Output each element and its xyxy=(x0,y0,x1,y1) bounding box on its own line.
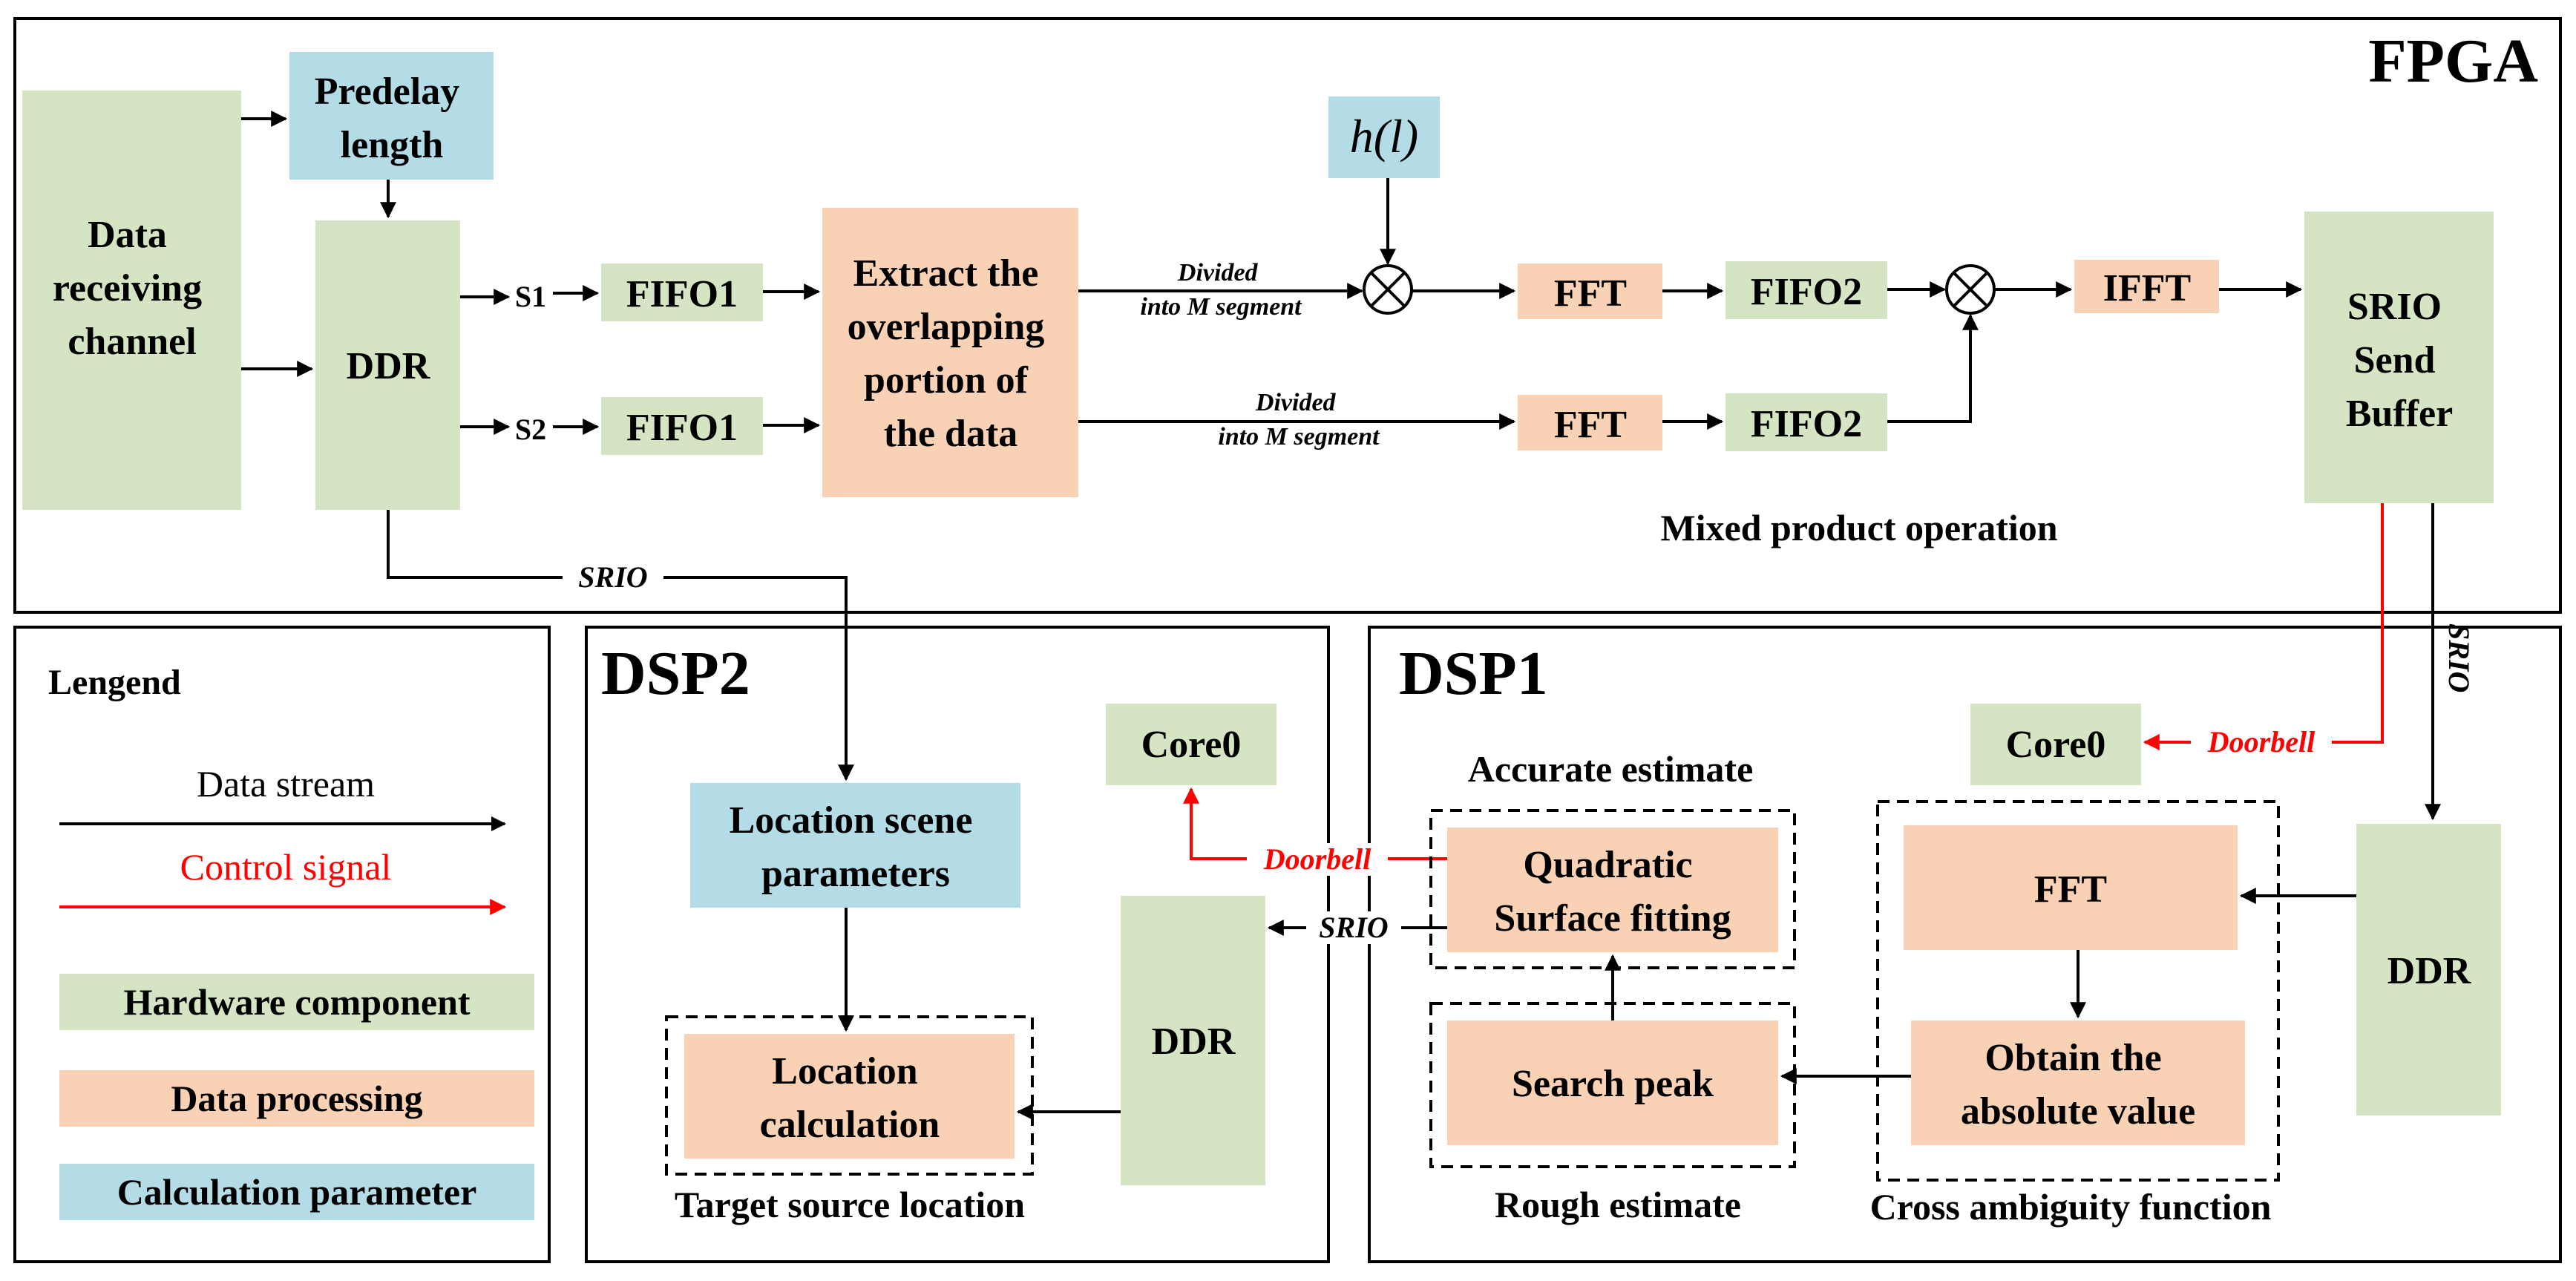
fft-bottom-label: FFT xyxy=(1554,404,1627,446)
predelay-length-box xyxy=(289,52,494,180)
extract-overlap-box xyxy=(822,208,1078,497)
ifft-label: IFFT xyxy=(2103,267,2191,309)
srio-dsp1-to-dsp2-label: SRIO xyxy=(1319,911,1388,944)
fft-top-label: FFT xyxy=(1554,272,1627,315)
fpga-ddr-box xyxy=(315,220,460,510)
ifft-box xyxy=(2074,260,2219,313)
legend-parameter-swatch xyxy=(59,1164,534,1220)
dsp2-title: DSP2 xyxy=(601,639,750,708)
dsp1-ddr-label: DDR xyxy=(2387,950,2472,992)
legend-hardware-label: Hardware component xyxy=(123,981,470,1023)
srio-dsp1-to-dsp2-label-bg xyxy=(1306,911,1401,944)
cross-ambiguity-dashed-group xyxy=(1876,800,2280,1182)
legend-title: Lengend xyxy=(48,663,181,702)
legend-parameter-label: Calculation parameter xyxy=(117,1171,477,1213)
legend-data-stream-label: Data stream xyxy=(197,763,375,805)
fpga-region xyxy=(13,17,2562,614)
dsp1-ddr-box xyxy=(2356,824,2501,1115)
h-l-label: h(l) xyxy=(1350,110,1418,163)
fft-top-box xyxy=(1518,263,1662,319)
dsp2-ddr-label: DDR xyxy=(1152,1020,1236,1063)
s2-label: S2 xyxy=(515,413,546,446)
dsp1-fft-box xyxy=(1904,825,2238,950)
quadratic-fitting-label: Quadratic Surface fitting xyxy=(1494,844,1731,940)
target-source-caption: Target source location xyxy=(675,1184,1025,1225)
divided-top-label: Divided into M segment xyxy=(1140,259,1302,321)
dsp1-core0-label: Core0 xyxy=(2006,724,2106,766)
legend-control-signal-label: Control signal xyxy=(180,846,392,888)
fft-bottom-box xyxy=(1518,395,1662,451)
search-peak-box xyxy=(1447,1020,1778,1145)
accurate-estimate-caption: Accurate estimate xyxy=(1468,748,1754,790)
fifo2-top-box xyxy=(1725,261,1887,319)
location-calc-box xyxy=(684,1034,1015,1159)
doorbell-control-arrow xyxy=(2143,503,2384,750)
location-scene-params-label: Location scene parameters xyxy=(730,799,983,895)
dsp1-core0-box xyxy=(1970,704,2141,785)
fifo2-top-label: FIFO2 xyxy=(1751,271,1862,313)
fpga-title: FPGA xyxy=(2368,27,2538,96)
cross-ambiguity-caption: Cross ambiguity function xyxy=(1870,1186,2272,1228)
rough-estimate-caption: Rough estimate xyxy=(1495,1184,1741,1225)
srio-send-buffer-label: SRIO Send Buffer xyxy=(2346,286,2453,435)
fifo1-bottom-box xyxy=(601,397,763,455)
doorbell-dsp1-label: Doorbell xyxy=(2207,725,2316,759)
data-receiving-channel-label: Data receiving channel xyxy=(53,214,212,363)
fifo1-bottom-label: FIFO1 xyxy=(626,407,738,449)
s1-label: S1 xyxy=(515,280,546,313)
mixed-product-caption: Mixed product operation xyxy=(1660,507,2057,548)
fifo1-top-label: FIFO1 xyxy=(626,273,738,315)
doorbell-dsp1-label-bg xyxy=(2191,726,2332,759)
dsp2-region xyxy=(585,626,1330,1263)
legend-processing-label: Data processing xyxy=(171,1078,422,1119)
multiplier-icon xyxy=(1363,264,1413,315)
predelay-length-label: Predelay length xyxy=(315,71,469,166)
dsp2-core0-box xyxy=(1106,704,1276,785)
h-l-box xyxy=(1328,96,1440,178)
doorbell-dsp2-label: Doorbell xyxy=(1263,842,1371,876)
srio-vertical-label: SRIO xyxy=(2442,623,2476,692)
legend-region xyxy=(13,626,551,1263)
srio-link-label-bg xyxy=(563,561,663,594)
dsp1-fft-label: FFT xyxy=(2034,868,2107,911)
multiplier-icon xyxy=(1945,264,1996,315)
fifo1-top-box xyxy=(601,263,763,321)
extract-overlap-label: Extract the overlapping portion of the d… xyxy=(848,252,1055,455)
search-peak-label: Search peak xyxy=(1512,1063,1714,1105)
fifo2-bottom-label: FIFO2 xyxy=(1751,403,1862,445)
dsp2-ddr-box xyxy=(1121,896,1265,1185)
dsp1-region xyxy=(1368,626,2562,1263)
legend-hardware-swatch xyxy=(59,974,534,1030)
srio-link-label: SRIO xyxy=(578,560,647,594)
data-receiving-channel-box xyxy=(22,91,241,510)
dsp2-core0-label: Core0 xyxy=(1141,724,1242,766)
location-scene-params-box xyxy=(690,783,1020,908)
srio-send-buffer-box xyxy=(2304,212,2494,503)
dsp1-title: DSP1 xyxy=(1399,639,1548,708)
absolute-value-box xyxy=(1911,1020,2245,1145)
location-calc-label: Location calculation xyxy=(760,1050,940,1146)
quadratic-fitting-box xyxy=(1447,828,1778,952)
absolute-value-label: Obtain the absolute value xyxy=(1961,1037,2195,1133)
legend-processing-swatch xyxy=(59,1070,534,1127)
divided-bottom-label: Divided into M segment xyxy=(1218,389,1380,451)
fpga-ddr-label: DDR xyxy=(347,345,431,387)
fifo2-bottom-box xyxy=(1725,393,1887,451)
doorbell-dsp2-label-bg xyxy=(1247,843,1388,876)
arrow-fifo2-bottom-to-mult xyxy=(1887,313,1979,423)
